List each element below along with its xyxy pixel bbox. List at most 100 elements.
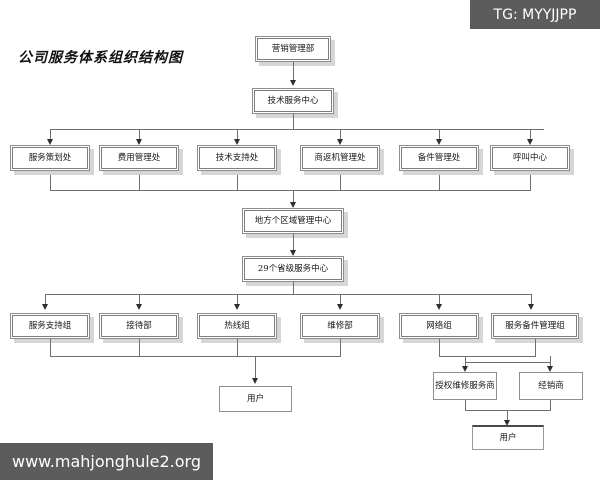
edge-arrow bbox=[135, 304, 142, 310]
edge-line bbox=[50, 339, 51, 356]
edge-line bbox=[340, 339, 341, 356]
edge-line bbox=[293, 234, 294, 252]
edge-arrow bbox=[46, 139, 53, 145]
node-service-support-team[interactable]: 服务支持组 bbox=[10, 313, 90, 339]
edge-arrow bbox=[336, 304, 343, 310]
edge-arrow bbox=[527, 304, 534, 310]
edge-line bbox=[531, 294, 532, 306]
edge-line bbox=[45, 294, 46, 306]
node-label: 授权维修服务商 bbox=[435, 380, 495, 391]
edge-line bbox=[530, 175, 531, 190]
edge-line bbox=[50, 129, 51, 141]
node-label: 商返机管理处 bbox=[314, 152, 366, 163]
node-regional-management-center[interactable]: 地方个区域管理中心 bbox=[242, 208, 344, 234]
node-marketing-dept[interactable]: 营销管理部 bbox=[255, 36, 331, 62]
edge-arrow bbox=[336, 139, 343, 145]
edge-line bbox=[530, 129, 531, 141]
edge-arrow bbox=[135, 139, 142, 145]
node-network-team[interactable]: 网络组 bbox=[399, 313, 479, 339]
edge-line bbox=[550, 356, 551, 363]
page-title: 公司服务体系组织结构图 bbox=[18, 50, 183, 66]
edge-line bbox=[465, 356, 466, 363]
edge-line bbox=[465, 362, 466, 368]
edge-line bbox=[439, 175, 440, 190]
node-label: 维修部 bbox=[327, 320, 353, 331]
node-service-parts-management-team[interactable]: 服务备件管理组 bbox=[491, 313, 579, 339]
edge-line bbox=[439, 339, 440, 356]
edge-line bbox=[293, 282, 294, 294]
node-tech-support[interactable]: 技术支持处 bbox=[197, 145, 277, 171]
node-label: 费用管理处 bbox=[117, 152, 161, 163]
edge-line bbox=[139, 294, 140, 306]
node-label: 29个省级服务中心 bbox=[257, 263, 329, 274]
node-returned-machine-management[interactable]: 商返机管理处 bbox=[300, 145, 380, 171]
node-label: 用户 bbox=[246, 393, 264, 404]
node-service-planning[interactable]: 服务策划处 bbox=[10, 145, 90, 171]
edge-line bbox=[293, 62, 294, 82]
node-label: 备件管理处 bbox=[417, 152, 461, 163]
edge-line bbox=[293, 114, 294, 129]
edge-arrow bbox=[289, 80, 296, 86]
edge-line bbox=[139, 339, 140, 356]
node-spare-parts-management[interactable]: 备件管理处 bbox=[399, 145, 479, 171]
node-call-center[interactable]: 呼叫中心 bbox=[490, 145, 570, 171]
edge-bus bbox=[50, 129, 544, 130]
node-label: 用户 bbox=[499, 432, 517, 443]
edge-arrow bbox=[435, 304, 442, 310]
watermark-bottom-left: www.mahjonghule2.org bbox=[0, 443, 213, 480]
edge-line bbox=[237, 294, 238, 306]
edge-line bbox=[237, 175, 238, 190]
node-tech-service-center[interactable]: 技术服务中心 bbox=[252, 88, 334, 114]
node-provincial-service-centers[interactable]: 29个省级服务中心 bbox=[242, 256, 344, 282]
node-label: 技术支持处 bbox=[215, 152, 259, 163]
edge-line bbox=[293, 190, 294, 204]
edge-line bbox=[237, 129, 238, 141]
edge-line bbox=[535, 339, 536, 356]
edge-line bbox=[550, 362, 551, 368]
edge-line bbox=[50, 175, 51, 190]
edge-bus bbox=[465, 362, 550, 363]
node-dealer[interactable]: 经销商 bbox=[519, 372, 583, 400]
edge-arrow bbox=[289, 202, 296, 208]
edge-line bbox=[237, 339, 238, 356]
edge-line bbox=[550, 400, 551, 410]
edge-arrow bbox=[435, 139, 442, 145]
edge-arrow bbox=[289, 250, 296, 256]
edge-arrow bbox=[251, 378, 258, 384]
edge-line bbox=[139, 129, 140, 141]
edge-arrow bbox=[503, 420, 510, 426]
node-label: 服务支持组 bbox=[28, 320, 72, 331]
node-cost-management[interactable]: 费用管理处 bbox=[99, 145, 179, 171]
edge-bus bbox=[50, 356, 341, 357]
node-reception-dept[interactable]: 接待部 bbox=[99, 313, 179, 339]
edge-arrow bbox=[233, 304, 240, 310]
node-user-left[interactable]: 用户 bbox=[219, 386, 292, 412]
node-label: 营销管理部 bbox=[271, 43, 315, 54]
node-label: 经销商 bbox=[538, 380, 564, 391]
edge-arrow bbox=[41, 304, 48, 310]
node-label: 技术服务中心 bbox=[267, 95, 319, 106]
edge-line bbox=[439, 129, 440, 141]
edge-line bbox=[340, 129, 341, 141]
node-repair-dept[interactable]: 维修部 bbox=[300, 313, 380, 339]
node-hotline-team[interactable]: 热线组 bbox=[197, 313, 277, 339]
edge-line bbox=[439, 294, 440, 306]
node-label: 服务策划处 bbox=[28, 152, 72, 163]
edge-arrow bbox=[233, 139, 240, 145]
edge-arrow bbox=[526, 139, 533, 145]
node-user-right[interactable]: 用户 bbox=[472, 425, 544, 450]
edge-bus bbox=[439, 356, 536, 357]
node-label: 热线组 bbox=[224, 320, 250, 331]
edge-line bbox=[340, 175, 341, 190]
edge-line bbox=[465, 400, 466, 410]
node-label: 网络组 bbox=[426, 320, 452, 331]
node-authorized-repair-service-provider[interactable]: 授权维修服务商 bbox=[433, 372, 497, 400]
edge-line bbox=[507, 410, 508, 422]
node-label: 呼叫中心 bbox=[512, 152, 547, 163]
edge-bus bbox=[50, 190, 531, 191]
node-label: 服务备件管理组 bbox=[505, 320, 565, 331]
edge-line bbox=[255, 356, 256, 380]
watermark-top-right: TG: MYYJJPP bbox=[470, 0, 600, 29]
node-label: 接待部 bbox=[126, 320, 152, 331]
